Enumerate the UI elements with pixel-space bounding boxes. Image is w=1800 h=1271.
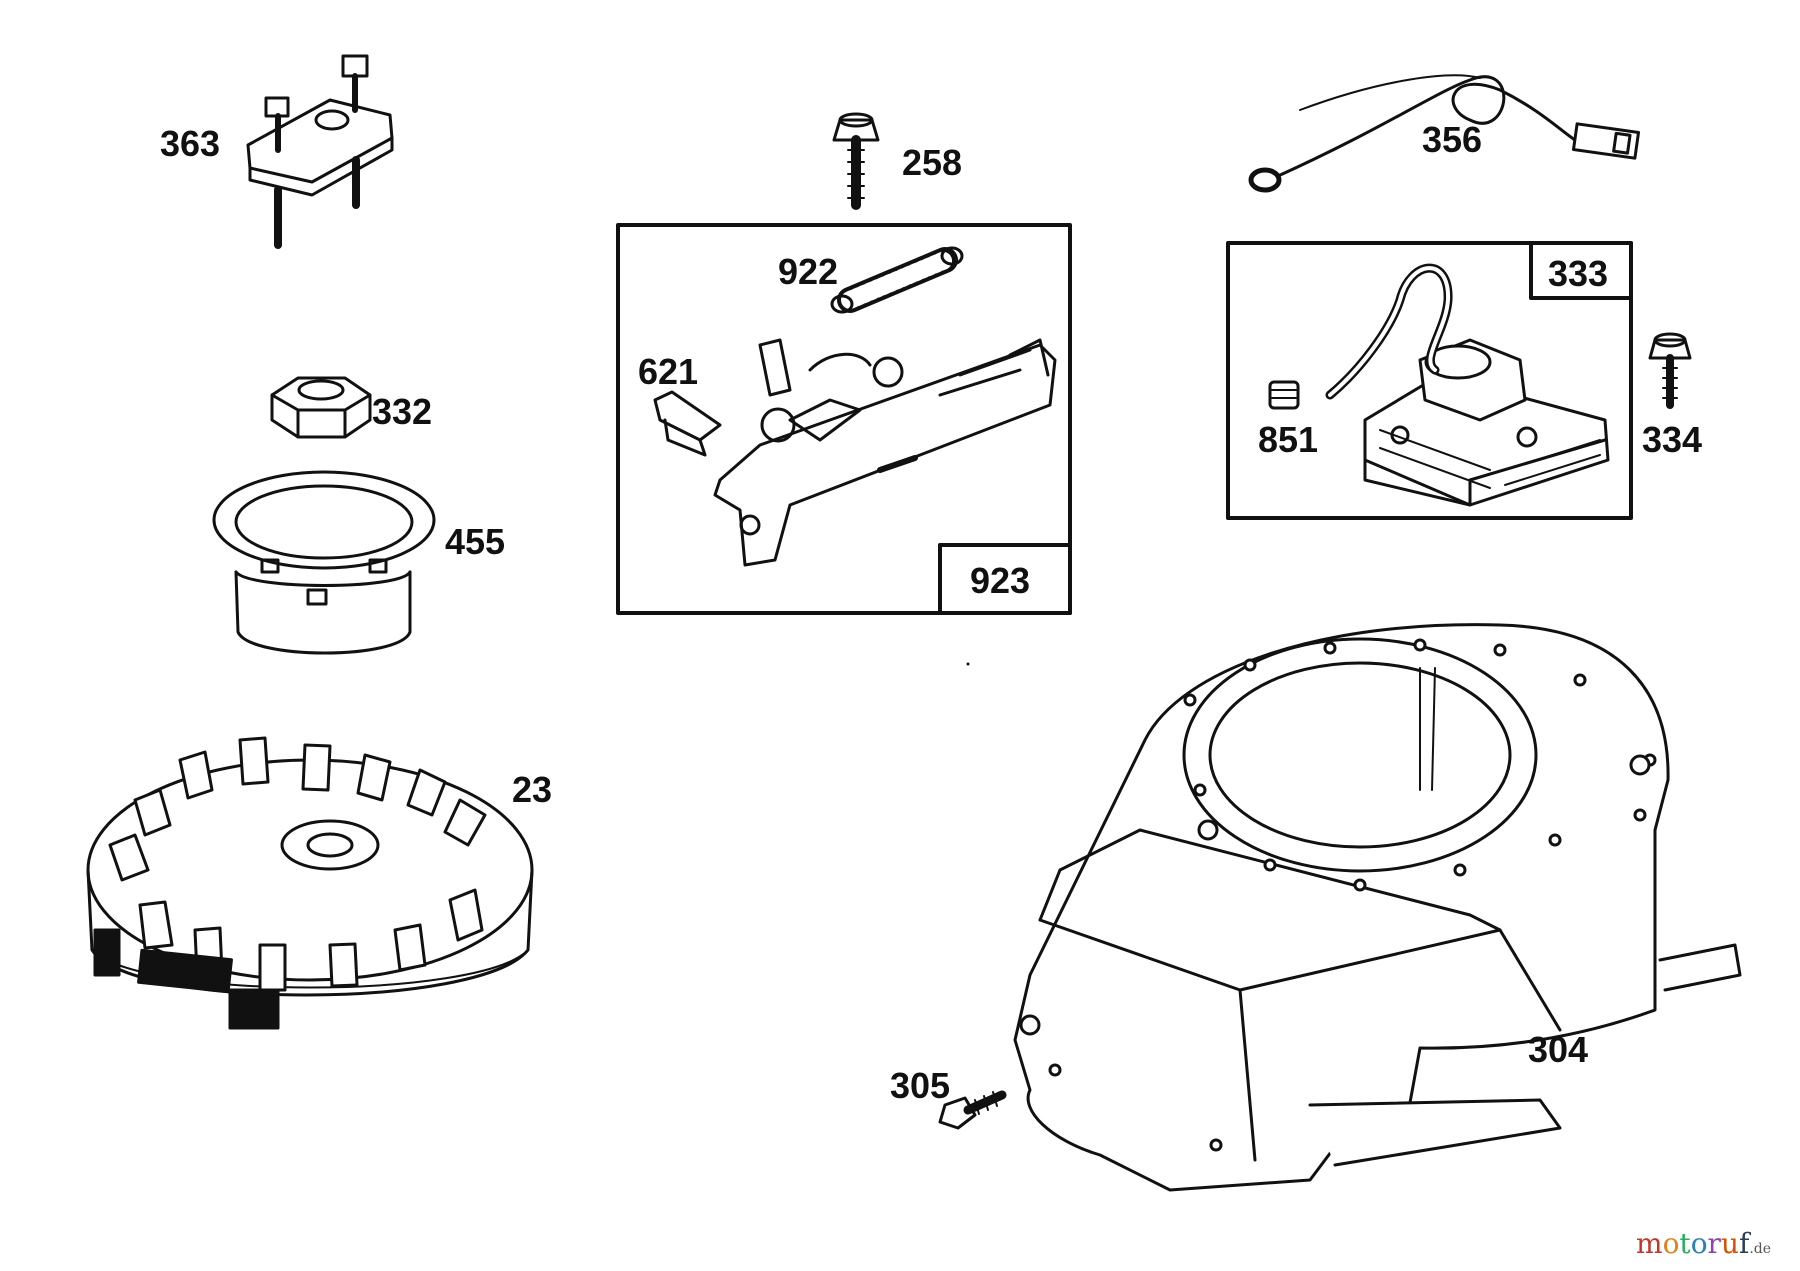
part-923-control-plate — [713, 338, 1057, 567]
part-356-wire — [1248, 74, 1641, 193]
watermark-letter: o — [1662, 1227, 1680, 1260]
label-334: 334 — [1642, 419, 1703, 460]
label-356: 356 — [1422, 119, 1483, 160]
part-305-screw — [938, 1090, 1007, 1130]
label-621: 621 — [638, 351, 699, 392]
box-923-frame — [616, 223, 1072, 615]
label-333: 333 — [1548, 253, 1609, 294]
label-23: 23 — [512, 769, 553, 810]
label-363: 363 — [160, 123, 221, 164]
motoruf-watermark: motoruf.de — [1636, 1227, 1772, 1260]
label-923: 923 — [970, 560, 1031, 601]
part-363-bracket — [246, 54, 394, 249]
part-334-screw — [1648, 332, 1692, 409]
part-332-nut — [270, 376, 372, 439]
label-455: 455 — [445, 521, 506, 562]
label-851: 851 — [1258, 419, 1319, 460]
part-258-bolt — [832, 112, 880, 210]
watermark-letter: o — [1690, 1227, 1708, 1260]
label-305: 305 — [890, 1065, 951, 1106]
label-304: 304 — [1528, 1029, 1589, 1070]
part-304-blower-housing — [1013, 623, 1742, 1192]
part-333-ignition-coil — [1325, 263, 1610, 507]
watermark-letter: r — [1707, 1227, 1721, 1260]
box-333-frame — [1226, 241, 1633, 520]
watermark-letter: u — [1720, 1227, 1739, 1260]
watermark-letter: m — [1636, 1227, 1663, 1260]
label-922: 922 — [778, 251, 839, 292]
label-258: 258 — [902, 142, 963, 183]
label-332: 332 — [372, 391, 433, 432]
part-23-flywheel — [86, 736, 534, 1030]
watermark-letter: f — [1738, 1227, 1750, 1260]
part-922-spring — [830, 246, 964, 314]
stray-mark — [966, 662, 970, 666]
watermark-letter: t — [1679, 1227, 1691, 1260]
part-455-cup — [212, 470, 436, 655]
part-621-clip — [653, 390, 722, 457]
part-851-terminal — [1268, 380, 1300, 410]
